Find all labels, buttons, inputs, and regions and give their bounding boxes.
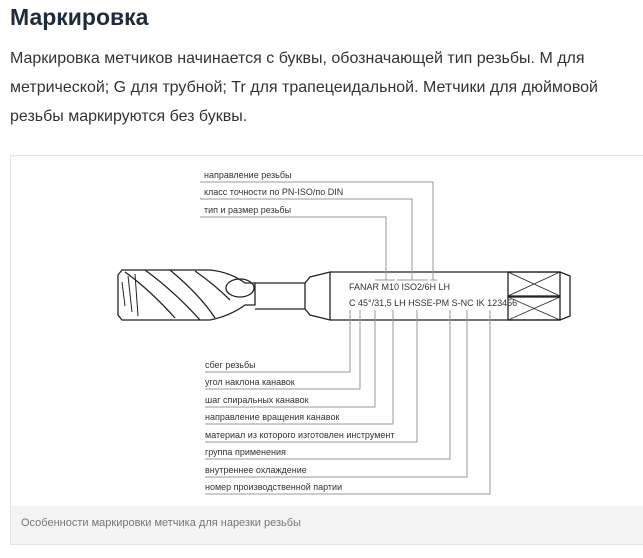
label-thread-runout: сбег резьбы: [205, 360, 256, 370]
figure-caption: Особенности маркировки метчика для нарез…: [21, 517, 301, 529]
leader-lines: [200, 181, 491, 495]
label-internal-cooling: внутреннее охлаждение: [205, 465, 307, 475]
marking-line-2: C 45°/31,5 LH HSSE-PM S-NC IK 123456: [349, 298, 517, 308]
label-flute-direction: направление вращения канавок: [205, 412, 339, 422]
intro-paragraph: Маркировка метчиков начинается с буквы, …: [10, 50, 598, 125]
tap-drawing: [117, 269, 571, 321]
figure: Особенности маркировки метчика для нарез…: [10, 155, 643, 545]
figure-caption-bar: Особенности маркировки метчика для нарез…: [11, 506, 643, 544]
label-thread-type-size: тип и размер резьбы: [204, 205, 291, 215]
label-thread-direction: направление резьбы: [204, 170, 291, 180]
marking-line-1: FANAR M10 ISO2/6H LH: [349, 282, 450, 292]
label-accuracy-class: класс точности по PN-ISO/по DIN: [204, 187, 343, 197]
label-flute-pitch: шаг спиральных канавок: [205, 395, 309, 405]
label-flute-angle: угол наклона канавок: [205, 377, 295, 387]
label-batch-number: номер производственной партии: [205, 482, 342, 492]
label-application-group: группа применения: [205, 447, 286, 457]
label-material: материал из которого изготовлен инструме…: [205, 430, 395, 440]
page-title: Маркировка: [10, 4, 149, 30]
